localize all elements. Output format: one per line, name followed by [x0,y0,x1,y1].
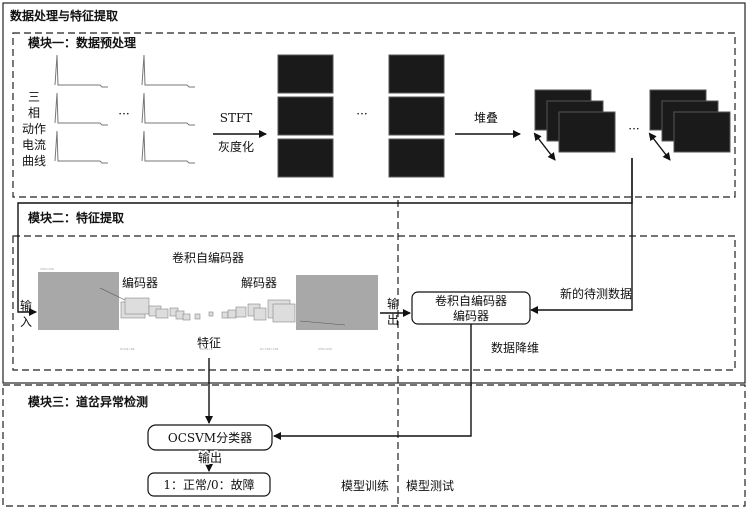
encoder-to-ocsvm-arrow [273,324,472,440]
outer-title: 数据处理与特征提取 [10,8,118,23]
spectrogram-ellipsis: ··· [356,107,367,121]
svg-text:256×256: 256×256 [40,267,54,271]
svg-text:动作: 动作 [22,122,46,136]
module1-frame: 模块一：数据预处理 [12,32,736,198]
dim-reduce-label: 数据降维 [491,340,539,355]
current-curve-icon [141,130,195,164]
svg-text:电流: 电流 [22,138,46,152]
input-gray-image [38,272,119,330]
module3-frame: 模块三：道岔异常检测 [2,384,746,507]
spectrogram-tile [388,96,445,136]
current-curve-icon [141,54,195,88]
svg-text:编码器: 编码器 [453,308,489,323]
spectrogram-tile [388,54,445,94]
svg-text:OCSVM分类器: OCSVM分类器 [168,431,252,445]
new-data-label: 新的待测数据 [560,286,632,301]
module3-title: 模块三：道岔异常检测 [28,394,148,409]
svg-text:出: 出 [387,313,399,327]
output-gray-image [296,275,378,330]
svg-text:三: 三 [28,90,40,104]
module2-frame: 模块二：特征提取 [12,210,736,371]
curves-label: 三 相 动作 电流 曲线 [22,90,46,168]
svg-text:入: 入 [20,315,32,329]
grayscale-label: 灰度化 [218,139,254,154]
cae-title: 卷积自编码器 [172,250,244,265]
current-curve-icon [54,54,108,88]
stacked-images-2 [648,89,731,161]
current-curves-group: ··· [54,54,195,164]
output-text: 输出 [198,450,222,465]
spectrogram-tile [388,138,445,178]
current-curve-icon [54,92,108,126]
svg-text:8×128×128: 8×128×128 [260,347,278,351]
current-curve-icon [54,130,108,164]
svg-text:相: 相 [28,106,40,120]
output-label: 输 出 [387,296,399,327]
test-label: 模型测试 [406,478,454,493]
module2-title: 模块二：特征提取 [28,210,124,225]
new-data-connector [530,158,633,314]
stacked-images-1 [533,89,616,161]
svg-text:256×256: 256×256 [318,347,332,351]
svg-text:输: 输 [387,296,399,311]
features-label: 特征 [197,335,221,350]
stack-arrow: 堆叠 [455,111,521,138]
curves-ellipsis: ··· [118,107,129,121]
convolutional-autoencoder-figure: 256×256 8×64×64 64×4×4 8×128×128 256×256 [38,267,378,351]
stft-arrow: STFT 灰度化 [213,111,267,154]
decoder-label: 解码器 [241,276,277,290]
stack-label: 堆叠 [474,111,498,125]
encoder-label: 编码器 [122,275,158,290]
module1-title: 模块一：数据预处理 [28,35,136,50]
result-box: 1：正常/0：故障 [147,472,271,497]
outer-frame: 数据处理与特征提取 [2,2,746,384]
train-label: 模型训练 [341,478,389,493]
stft-label: STFT [220,111,253,125]
ocsvm-box: OCSVM分类器 [147,424,273,451]
svg-text:输: 输 [20,298,32,313]
spectrogram-grid: ··· [277,54,445,178]
latent-feature-block [208,311,214,317]
current-curve-icon [141,92,195,126]
spectrogram-tile [277,54,334,94]
svg-text:64×4×4: 64×4×4 [200,347,213,351]
svg-text:1：正常/0：故障: 1：正常/0：故障 [163,477,254,492]
input-label: 输 入 [20,298,32,329]
stack-ellipsis: ··· [628,122,639,136]
spectrogram-tile [277,138,334,178]
svg-text:曲线: 曲线 [22,154,46,168]
spectrogram-tile [277,96,334,136]
cae-encoder-box: 卷积自编码器 编码器 [411,291,531,325]
svg-text:卷积自编码器: 卷积自编码器 [435,293,507,308]
svg-text:8×64×64: 8×64×64 [120,347,135,351]
